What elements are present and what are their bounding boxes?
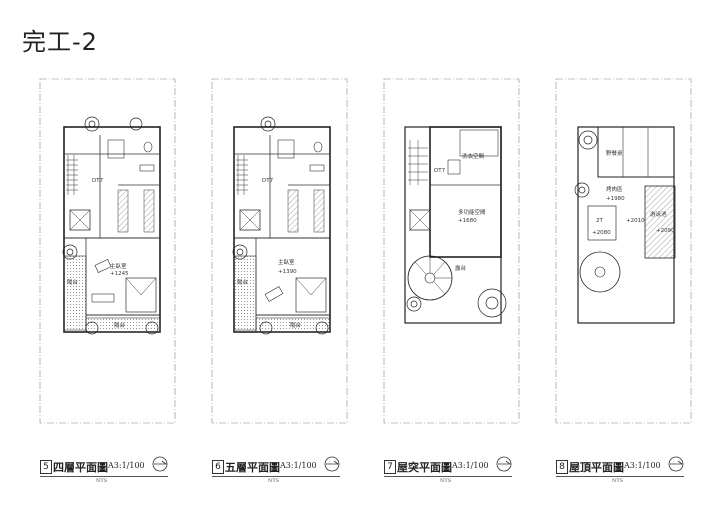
label-balcony-side-5f: 陽台 <box>237 278 249 286</box>
label-bath-rs: DT7 <box>434 168 446 174</box>
sheet-title: 完工-2 <box>22 28 98 56</box>
plan-roof <box>555 78 692 424</box>
label-bath-5f: DT7 <box>262 178 274 184</box>
north-arrow-icon <box>496 456 512 472</box>
plan-scale: A3:1/100 <box>280 461 317 470</box>
caption-plan-roof-structure: 7 屋突平面圖 A3:1/100 NTS <box>384 454 516 484</box>
terrace-outline <box>404 126 502 324</box>
caption-underline <box>40 476 168 477</box>
plan-number: 5 <box>40 460 52 474</box>
label-bedroom-level-5f: +1390 <box>278 269 297 275</box>
label-bbq-roof: 烤肉區 <box>606 185 623 193</box>
plan-note: NTS <box>268 478 280 484</box>
plan-number: 8 <box>556 460 568 474</box>
label-balcony-front-4f: 陽台 <box>114 321 126 329</box>
plan-roof-structure <box>383 78 520 424</box>
plan-note: NTS <box>96 478 108 484</box>
label-pool-roof: 游泳池 <box>650 210 667 218</box>
plan-number: 6 <box>212 460 224 474</box>
label-balcony-front-5f: 陽台 <box>290 321 302 329</box>
site-boundary <box>383 78 520 424</box>
plan-5f <box>211 78 348 424</box>
label-room-roof: 2T <box>596 218 603 224</box>
caption-plan-5f: 6 五層平面圖 A3:1/100 NTS <box>212 454 344 484</box>
site-boundary <box>39 78 176 424</box>
label-terrace-rs: 露台 <box>455 264 467 272</box>
plan-scale: A3:1/100 <box>452 461 489 470</box>
plan-number: 7 <box>384 460 396 474</box>
label-bbq-level-roof: +1980 <box>606 196 625 202</box>
north-arrow-icon <box>324 456 340 472</box>
label-bath-4f: DT7 <box>92 178 104 184</box>
caption-plan-4f: 5 四層平面圖 A3:1/100 NTS <box>40 454 172 484</box>
caption-plan-roof: 8 屋頂平面圖 A3:1/100 NTS <box>556 454 688 484</box>
plan-scale: A3:1/100 <box>108 461 145 470</box>
plan-name: 屋突平面圖 <box>397 461 452 474</box>
label-laundry-rs: 洗衣空間 <box>462 152 485 160</box>
label-multi-level-rs: +1680 <box>458 218 477 224</box>
site-boundary <box>555 78 692 424</box>
label-room-level-roof: +2080 <box>592 230 611 236</box>
caption-underline <box>556 476 684 477</box>
label-bedroom-level-4f: +1245 <box>110 271 129 277</box>
plan-scale: A3:1/100 <box>624 461 661 470</box>
plan-name: 四層平面圖 <box>53 461 108 474</box>
label-balcony-side-4f: 陽台 <box>67 278 79 286</box>
plan-4f <box>39 78 176 424</box>
label-picnic-roof: 野餐桌 <box>606 149 623 157</box>
caption-underline <box>212 476 340 477</box>
label-pool-level2-roof: +2090 <box>656 228 675 234</box>
label-bedroom-5f: 主臥室 <box>278 258 295 266</box>
label-pool-level-roof: +2010 <box>626 218 645 224</box>
plan-note: NTS <box>612 478 624 484</box>
site-boundary <box>211 78 348 424</box>
north-arrow-icon <box>152 456 168 472</box>
label-bedroom-4f: 主臥室 <box>110 262 127 270</box>
north-arrow-icon <box>668 456 684 472</box>
label-multi-rs: 多功能空間 <box>458 208 486 216</box>
plan-name: 五層平面圖 <box>225 461 280 474</box>
caption-underline <box>384 476 512 477</box>
plan-note: NTS <box>440 478 452 484</box>
plan-name: 屋頂平面圖 <box>569 461 624 474</box>
